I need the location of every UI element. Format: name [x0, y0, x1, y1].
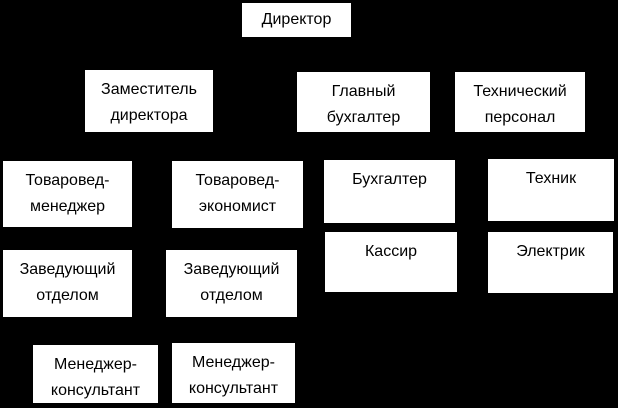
org-box-label: Технический персонал: [473, 83, 567, 126]
org-box-label: Заместитель директора: [101, 81, 197, 124]
org-box-director: Директор: [242, 3, 351, 37]
org-box-label: Товаровед-экономист: [195, 172, 280, 215]
org-box-merchandiser-economist: Товаровед-экономист: [172, 161, 303, 228]
org-box-technical-staff: Технический персонал: [455, 72, 585, 132]
org-box-accountant: Бухгалтер: [324, 160, 455, 223]
org-box-label: Директор: [261, 11, 332, 28]
org-box-merchandiser-manager: Товаровед-менеджер: [3, 161, 132, 227]
org-box-chief-accountant: Главный бухгалтер: [297, 72, 430, 132]
org-box-label: Кассир: [364, 243, 418, 260]
org-box-manager-consultant-2: Менеджер-консультант: [172, 343, 295, 403]
org-box-label: Техник: [525, 170, 577, 187]
org-box-deputy-director: Заместитель директора: [85, 70, 213, 132]
org-box-label: Электрик: [516, 243, 585, 260]
org-box-label: Заведующий отделом: [183, 261, 280, 304]
org-box-electrician: Электрик: [488, 232, 613, 293]
org-box-cashier: Кассир: [325, 232, 457, 292]
org-box-label: Заведующий отделом: [19, 261, 116, 304]
org-box-department-head-2: Заведующий отделом: [166, 250, 297, 317]
org-box-label: Главный бухгалтер: [326, 83, 401, 126]
org-box-label: Менеджер-консультант: [50, 356, 141, 399]
org-box-department-head-1: Заведующий отделом: [3, 250, 132, 317]
org-box-manager-consultant-1: Менеджер-консультант: [33, 345, 158, 403]
org-box-label: Товаровед-менеджер: [25, 172, 110, 215]
org-box-label: Бухгалтер: [352, 171, 427, 188]
org-box-technician: Техник: [488, 159, 614, 221]
org-box-label: Менеджер-консультант: [188, 354, 279, 397]
